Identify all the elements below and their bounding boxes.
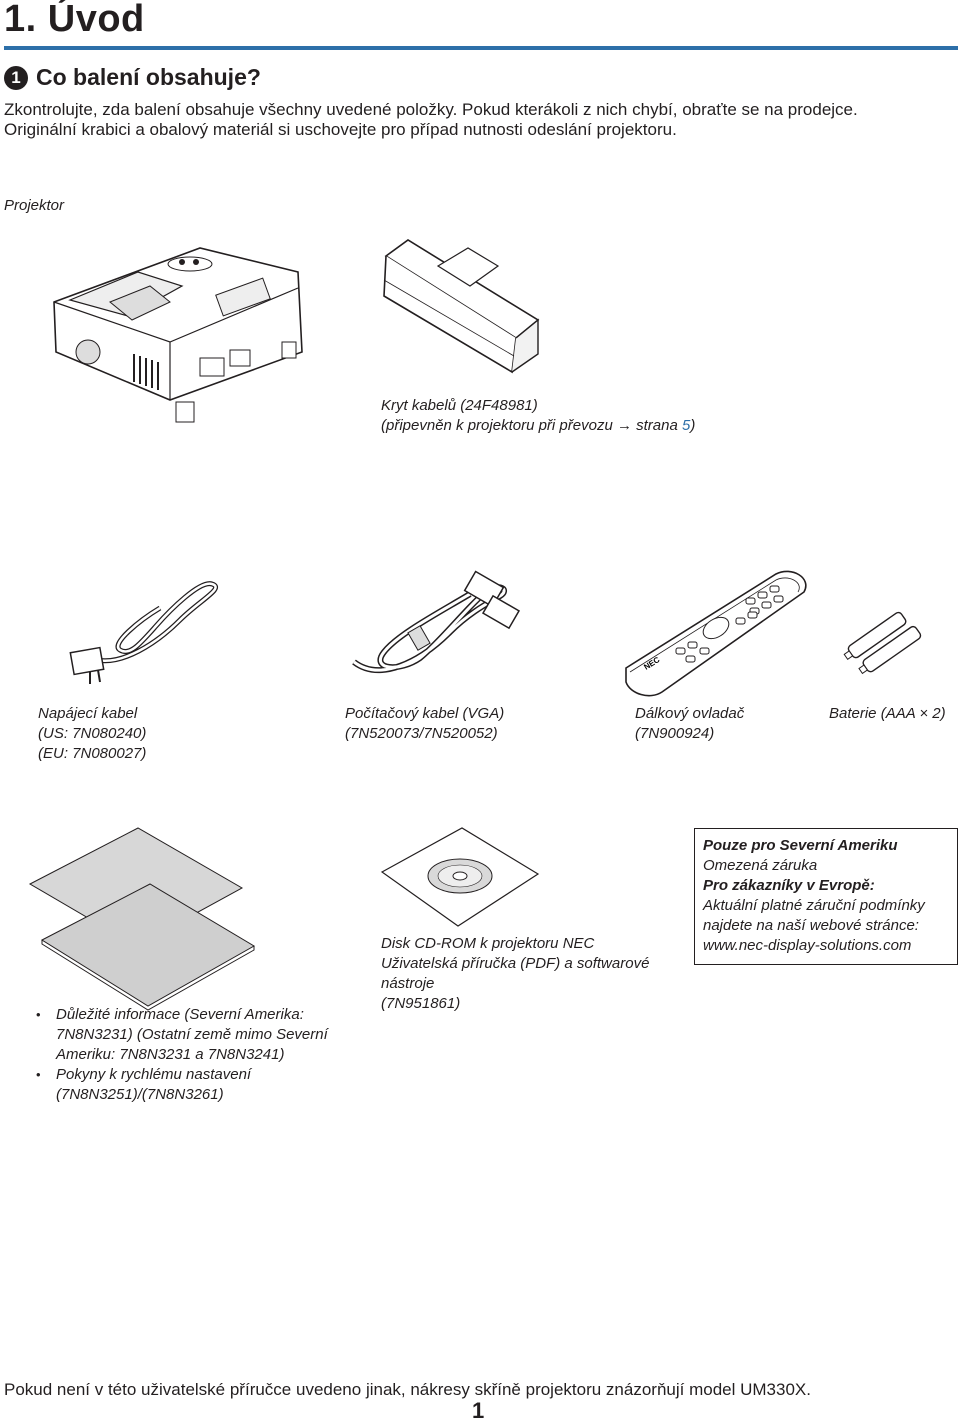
cdrom-line-1: Disk CD-ROM k projektoru NEC — [381, 935, 595, 952]
note-heading-europe: Pro zákazníky v Evropě: — [703, 877, 875, 894]
chapter-title: 1. Úvod — [4, 0, 145, 40]
section-heading: 1 Co balení obsahuje? — [4, 64, 261, 91]
projector-illustration — [53, 247, 303, 423]
vga-cable-illustration — [352, 570, 521, 674]
cdrom-caption: Disk CD-ROM k projektoru NEC Uživatelská… — [381, 934, 681, 1014]
documents-list: Důležité informace (Severní Amerika: 7N8… — [36, 1005, 336, 1105]
batteries-caption: Baterie (AAA × 2) — [829, 705, 946, 722]
cable-cover-page-word: strana — [631, 417, 682, 434]
cable-cover-caption: Kryt kabelů (24F48981) (připevněn k proj… — [381, 396, 695, 436]
batteries-illustration — [843, 611, 922, 675]
power-cable-illustration — [69, 581, 219, 684]
note-line-3: najdete na naší webové stránce: — [703, 917, 919, 934]
remote-code: (7N900924) — [635, 725, 715, 742]
cdrom-line-2: Uživatelská příručka (PDF) a softwarové — [381, 955, 650, 972]
projector-label: Projektor — [4, 197, 65, 214]
intro-line-1: Zkontrolujte, zda balení obsahuje všechn… — [4, 100, 858, 119]
power-cable-name: Napájecí kabel — [38, 705, 138, 722]
list-item: Důležité informace (Severní Amerika: 7N8… — [36, 1005, 336, 1065]
section-title: Co balení obsahuje? — [36, 64, 261, 90]
page-number: 1 — [472, 1398, 485, 1423]
power-cable-eu-code: (EU: 7N080027) — [38, 745, 147, 762]
vga-cable-name: Počítačový kabel (VGA) — [345, 705, 505, 722]
cable-cover-note: (připevněn k projektoru při převozu → st… — [381, 416, 695, 436]
power-cable-caption: Napájecí kabel (US: 7N080240) (EU: 7N080… — [38, 704, 146, 764]
cdrom-line-3: nástroje — [381, 975, 435, 992]
cable-cover-note-text: (připevněn k projektoru při převozu — [381, 417, 617, 434]
remote-caption: Dálkový ovladač (7N900924) — [635, 704, 744, 744]
cable-cover-name: Kryt kabelů (24F48981) — [381, 397, 538, 414]
intro-line-2: Originální krabici a obalový materiál si… — [4, 120, 677, 139]
cdrom-code: (7N951861) — [381, 995, 461, 1012]
warranty-note-box: Pouze pro Severní Ameriku Omezená záruka… — [694, 828, 958, 965]
cable-cover-note-close: ) — [690, 417, 696, 434]
documents-illustration — [28, 827, 255, 1011]
power-cable-us-code: (US: 7N080240) — [38, 725, 147, 742]
vga-cable-caption: Počítačový kabel (VGA) (7N520073/7N52005… — [345, 704, 504, 744]
note-heading-north-america: Pouze pro Severní Ameriku — [703, 837, 898, 854]
note-limited-warranty: Omezená záruka — [703, 857, 818, 874]
note-line-2: Aktuální platné záruční podmínky — [703, 897, 925, 914]
list-item: Pokyny k rychlému nastavení (7N8N3251)/(… — [36, 1065, 336, 1105]
remote-illustration: NEC — [625, 570, 807, 697]
cdrom-illustration — [380, 827, 540, 927]
title-rule — [4, 46, 958, 50]
cable-cover-illustration — [383, 239, 540, 374]
footer-note: Pokud není v této uživatelské příručce u… — [4, 1380, 811, 1399]
intro-text: Zkontrolujte, zda balení obsahuje všechn… — [4, 100, 954, 140]
remote-name: Dálkový ovladač — [635, 705, 745, 722]
section-number-badge: 1 — [4, 65, 28, 90]
page-link[interactable]: 5 — [681, 417, 691, 434]
arrow-icon: → — [616, 417, 632, 434]
note-website-link[interactable]: www.nec-display-solutions.com — [703, 937, 912, 954]
vga-cable-code: (7N520073/7N520052) — [345, 725, 498, 742]
